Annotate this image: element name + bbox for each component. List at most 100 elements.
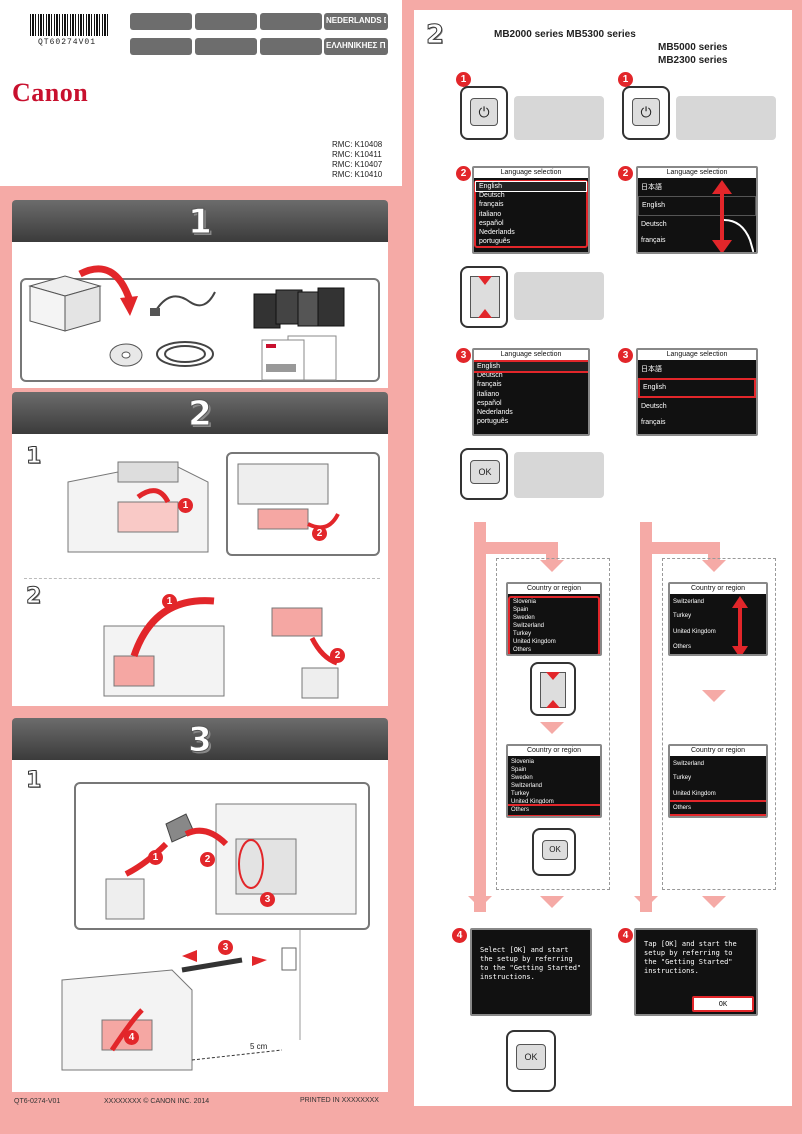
section-number: 3	[188, 720, 213, 761]
language-option[interactable]: español	[479, 219, 504, 227]
country-option[interactable]: Slovenia	[511, 759, 535, 765]
country-option[interactable]: United Kingdom	[673, 629, 716, 635]
tape-removal-illustration	[237, 463, 340, 530]
language-option[interactable]: français	[641, 237, 666, 244]
country-option[interactable]: Slovenia	[513, 599, 537, 605]
badge: 3	[218, 940, 233, 955]
ok-button[interactable]: OK	[542, 840, 568, 860]
divider	[24, 578, 380, 579]
country-option[interactable]: Sweden	[513, 615, 535, 621]
phone-cable-icon	[156, 341, 214, 367]
language-option[interactable]: English	[475, 180, 587, 193]
language-option[interactable]: français	[479, 201, 504, 209]
country-option[interactable]: Turkey	[513, 631, 532, 637]
dashed-panel-left	[496, 558, 610, 890]
country-option[interactable]: Turkey	[673, 613, 692, 619]
badge: 2	[312, 526, 327, 541]
country-option[interactable]: United Kingdom	[673, 791, 716, 797]
language-option[interactable]: Nederlands	[479, 229, 515, 237]
badge: 2	[330, 648, 345, 663]
ok-button[interactable]: OK	[692, 996, 754, 1012]
step-number: 1	[25, 444, 42, 470]
country-option[interactable]: United Kingdom	[511, 799, 554, 805]
screen-title: Country or region	[508, 584, 600, 594]
language-box	[130, 13, 192, 30]
language-label: ΕΛΛΗΝΙΚΗΕΣ ΠΑΝΟΛ	[326, 41, 386, 50]
rmc-code: RMC: K10411	[332, 150, 382, 159]
flow-line	[474, 542, 558, 554]
language-box	[260, 13, 322, 30]
badge: 1	[178, 498, 193, 513]
printer-panel-image	[676, 96, 776, 140]
badge: 1	[162, 594, 177, 609]
language-option[interactable]: 日本語	[641, 366, 662, 373]
trash-illustration	[271, 607, 339, 699]
language-option[interactable]: español	[477, 399, 502, 407]
country-option[interactable]: Turkey	[511, 791, 530, 797]
swipe-arrow-icon	[732, 596, 748, 654]
ok-key-zoom: OK	[506, 1030, 556, 1092]
ok-key-zoom: OK	[460, 448, 508, 500]
language-option[interactable]: Deutsch	[641, 221, 667, 228]
country-option[interactable]: Others	[670, 800, 766, 816]
country-option[interactable]: Spain	[513, 607, 529, 613]
language-option[interactable]: English	[638, 196, 756, 216]
language-option[interactable]: italiano	[479, 210, 502, 218]
language-option[interactable]: Deutsch	[479, 192, 505, 200]
language-option[interactable]: English	[474, 359, 588, 374]
country-option[interactable]: Switzerland	[673, 599, 705, 605]
barcode-text: QT60274V01	[38, 38, 97, 47]
ok-button[interactable]: OK	[470, 460, 500, 484]
country-option[interactable]: Switzerland	[511, 783, 543, 789]
language-box	[195, 38, 257, 55]
power-button-zoom: ⏻	[460, 86, 508, 140]
power-button-zoom: ⏻	[622, 86, 670, 140]
country-touch-screen: Country or region Switzerland Turkey Uni…	[668, 582, 768, 656]
language-option[interactable]: italiano	[477, 390, 500, 398]
arrow-down-icon	[540, 560, 564, 572]
series-left: MB2000 series MB5300 series	[494, 29, 636, 40]
country-option[interactable]: Others	[508, 804, 600, 816]
step-number: 2	[425, 20, 445, 51]
power-button[interactable]: ⏻	[632, 98, 660, 126]
country-option[interactable]: United Kingdom	[513, 639, 556, 645]
country-option[interactable]: Others	[513, 647, 532, 653]
zoom-illustration	[226, 452, 380, 556]
language-option[interactable]: Deutsch	[641, 403, 667, 410]
ok-key-zoom: OK	[532, 828, 576, 876]
rmc-code: RMC: K10410	[332, 170, 383, 179]
language-option[interactable]: português	[479, 238, 511, 246]
language-box	[260, 38, 322, 55]
arrow-down-icon	[540, 896, 564, 908]
language-box: ΕΛΛΗΝΙΚΗΕΣ ΠΑΝΟΛ	[324, 38, 388, 55]
distance-label: 5 cm	[250, 1042, 268, 1051]
ok-button[interactable]: OK	[516, 1044, 546, 1070]
language-option[interactable]: 日本語	[641, 184, 662, 191]
arrow-up-icon	[546, 700, 560, 708]
finish-message-screen: Tap [OK] and start the setup by referrin…	[634, 928, 758, 1016]
dashed-panel-right	[662, 558, 776, 890]
badge: 3	[260, 892, 275, 907]
power-button[interactable]: ⏻	[470, 98, 498, 126]
right-column: 2 MB2000 series MB5300 series MB5000 ser…	[414, 10, 792, 1106]
country-option[interactable]: Switzerland	[673, 761, 705, 767]
language-option[interactable]: English	[638, 378, 756, 398]
language-option[interactable]: français	[641, 419, 666, 426]
rmc-list: RMC: K10408 RMC: K10411 RMC: K10407 RMC:…	[332, 140, 382, 180]
flow-line	[474, 522, 486, 912]
country-option[interactable]: Others	[673, 644, 692, 650]
cd-icon	[109, 343, 143, 367]
country-option[interactable]: Sweden	[511, 775, 533, 781]
badge: 2	[200, 852, 215, 867]
language-option[interactable]: português	[477, 418, 509, 426]
language-option[interactable]: Nederlands	[477, 409, 513, 417]
country-option[interactable]: Switzerland	[513, 623, 545, 629]
series-right-1: MB5000 series	[658, 42, 728, 53]
printer-open-illustration	[67, 461, 209, 553]
country-option[interactable]: Spain	[511, 767, 527, 773]
screen-title: Country or region	[508, 746, 600, 756]
language-option[interactable]: français	[477, 381, 502, 389]
country-option[interactable]: Turkey	[673, 775, 692, 781]
language-option[interactable]: Deutsch	[477, 372, 503, 380]
printer-panel-image	[514, 96, 604, 140]
